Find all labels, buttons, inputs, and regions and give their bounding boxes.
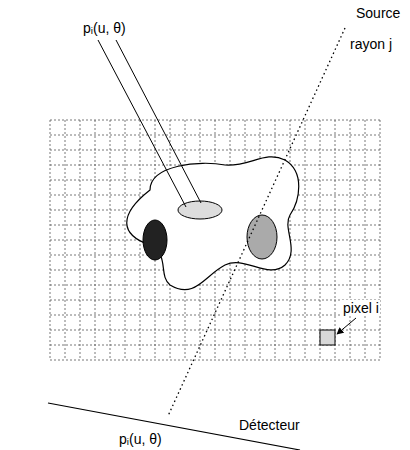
leader-line	[116, 40, 201, 203]
pixel-grid	[50, 120, 380, 360]
detector-label: Détecteur	[238, 417, 301, 433]
grid-line	[125, 120, 126, 360]
grid-line	[365, 120, 366, 360]
ray-line	[168, 28, 345, 416]
grid-line	[50, 150, 380, 151]
source-label: Source	[355, 5, 401, 21]
grid-line	[305, 120, 306, 360]
grid-line	[50, 315, 380, 316]
detector-line	[48, 403, 300, 450]
dark-region	[143, 220, 167, 260]
projection-label: pᵢ(u, θ)	[118, 431, 163, 447]
grid-line	[65, 120, 66, 360]
grey-region	[247, 215, 277, 259]
grid-line	[50, 135, 380, 136]
pixel-pointer	[337, 318, 356, 334]
object-outline	[127, 157, 299, 290]
ray-label: rayon j	[349, 36, 393, 52]
grid-line	[50, 120, 380, 121]
grid-line	[50, 360, 380, 361]
grid-line	[50, 285, 380, 286]
pixel-square	[320, 330, 335, 345]
grid-line	[50, 300, 380, 301]
leader-line	[98, 40, 186, 207]
pixel-label: pixel i	[342, 300, 380, 316]
projection-label: pᵢ(u, θ)	[82, 20, 127, 36]
